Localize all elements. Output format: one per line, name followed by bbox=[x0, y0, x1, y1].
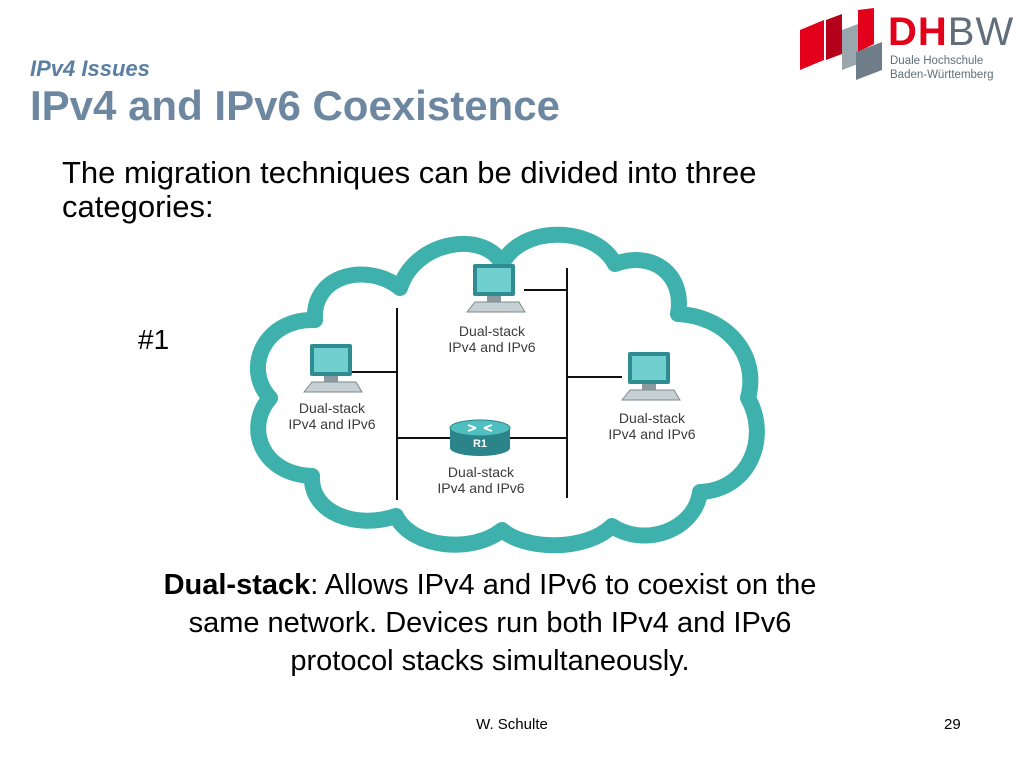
device-label-line1: Dual-stack bbox=[459, 323, 526, 339]
device-label-line1: Dual-stack bbox=[448, 464, 515, 480]
network-cloud bbox=[249, 226, 765, 554]
dhbw-logo: DHBW Duale Hochschule Baden-Württemberg bbox=[796, 8, 1016, 88]
page-number: 29 bbox=[944, 716, 961, 733]
device-label-line2: IPv4 and IPv6 bbox=[608, 426, 695, 442]
device-label-line2: IPv4 and IPv6 bbox=[437, 480, 524, 496]
device-label-line2: IPv4 and IPv6 bbox=[288, 416, 375, 432]
dual-stack-diagram: Dual-stack IPv4 and IPv6 Dual-stack IPv4… bbox=[249, 226, 765, 554]
router-icon bbox=[449, 419, 511, 456]
footer-author: W. Schulte bbox=[476, 716, 548, 733]
logo-mark-icon bbox=[800, 8, 882, 80]
step-label: #1 bbox=[138, 324, 170, 355]
device-label-line1: Dual-stack bbox=[619, 410, 686, 426]
router-name: R1 bbox=[473, 438, 487, 450]
device-label-line1: Dual-stack bbox=[299, 400, 366, 416]
slide-subtitle: IPv4 Issues bbox=[30, 56, 150, 81]
slide-title: IPv4 and IPv6 Coexistence bbox=[30, 82, 560, 129]
pc-icon bbox=[302, 344, 363, 393]
caption: Dual-stack: Allows IPv4 and IPv6 to coex… bbox=[160, 566, 820, 680]
network-links bbox=[348, 268, 622, 500]
pc-icon bbox=[465, 264, 526, 313]
logo-wordmark: DHBW bbox=[888, 10, 1015, 54]
logo-subline-1: Duale Hochschule bbox=[890, 55, 984, 67]
logo-subline-2: Baden-Württemberg bbox=[890, 69, 994, 81]
pc-icon bbox=[620, 352, 681, 401]
caption-term: Dual-stack bbox=[163, 569, 311, 601]
intro-text: The migration techniques can be divided … bbox=[62, 155, 757, 224]
device-label-line2: IPv4 and IPv6 bbox=[448, 339, 535, 355]
caption-text: : Allows IPv4 and IPv6 to coexist on the… bbox=[188, 569, 817, 677]
